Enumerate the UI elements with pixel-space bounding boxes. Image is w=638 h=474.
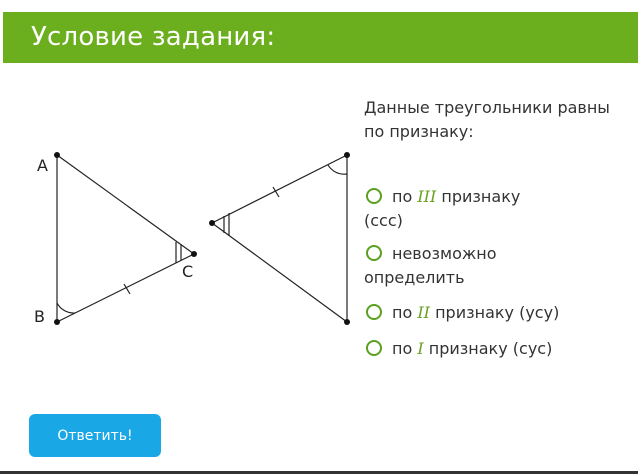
radio-button-icon[interactable] xyxy=(366,188,382,204)
header-title: Условие задания: xyxy=(31,22,276,52)
option-sss[interactable]: по III признаку (ccc) xyxy=(364,185,520,233)
vertex-c xyxy=(191,251,197,257)
option-prefix: по xyxy=(392,339,413,358)
top-strip xyxy=(0,0,638,12)
option-extra: (ccc) xyxy=(364,211,403,230)
option-sas[interactable]: по I признаку (сус) xyxy=(364,337,552,361)
option-suffix: признаку (усу) xyxy=(435,303,560,322)
triangle-abc xyxy=(56,154,195,323)
option-line2: определить xyxy=(364,268,465,287)
vertex-right-left xyxy=(209,220,215,226)
vertex-right-top xyxy=(344,152,350,158)
radio-button-icon[interactable] xyxy=(366,304,382,320)
option-roman: III xyxy=(417,187,437,206)
triangles-figure: A B C xyxy=(34,152,350,326)
option-suffix: признаку xyxy=(441,187,521,206)
submit-answer-button[interactable]: Ответить! xyxy=(29,414,161,457)
question-text: Данные треугольники равны по признаку: xyxy=(364,98,610,141)
vertex-b xyxy=(54,319,60,325)
label-b: B xyxy=(34,307,45,326)
vertex-a xyxy=(54,152,60,158)
option-prefix: по xyxy=(392,303,413,322)
triangle-right xyxy=(211,154,348,323)
label-a: A xyxy=(37,156,48,175)
option-roman: II xyxy=(417,303,430,322)
option-prefix: по xyxy=(392,187,413,206)
option-suffix: признаку (сус) xyxy=(428,339,553,358)
bottom-divider xyxy=(0,471,638,474)
option-asa[interactable]: по II признаку (усу) xyxy=(364,301,559,325)
option-cannot-determine[interactable]: невозможно определить xyxy=(364,242,497,290)
radio-button-icon[interactable] xyxy=(366,340,382,356)
option-roman: I xyxy=(417,339,424,358)
option-line1: невозможно xyxy=(392,244,497,263)
radio-button-icon[interactable] xyxy=(366,245,382,261)
vertex-right-bottom xyxy=(344,319,350,325)
header-bar: Условие задания: xyxy=(3,12,638,63)
label-c: C xyxy=(182,262,193,281)
